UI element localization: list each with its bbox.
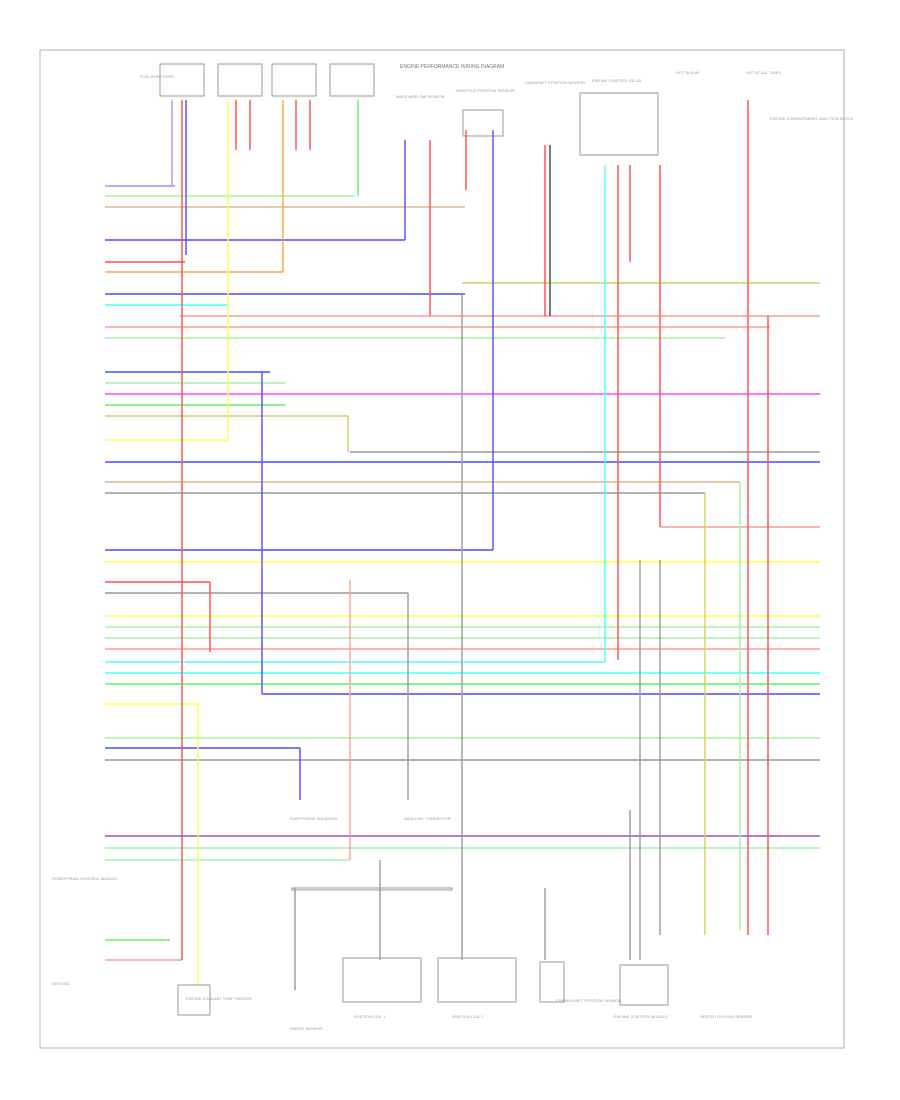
svg-text:DATA LINK CONNECTOR: DATA LINK CONNECTOR — [404, 816, 451, 821]
ground-label: GROUND — [52, 981, 70, 986]
svg-text:IGNITION COIL 1: IGNITION COIL 1 — [354, 1014, 386, 1019]
svg-text:HOT AT ALL TIMES: HOT AT ALL TIMES — [746, 70, 781, 75]
svg-text:THROTTLE POSITION SENSOR: THROTTLE POSITION SENSOR — [455, 88, 514, 93]
svg-text:EVAP PURGE SOLENOID: EVAP PURGE SOLENOID — [290, 816, 338, 821]
svg-text:KNOCK SENSOR: KNOCK SENSOR — [290, 1026, 322, 1031]
svg-text:MASS AIRFLOW SENSOR: MASS AIRFLOW SENSOR — [396, 94, 445, 99]
bottom-components: KNOCK SENSOR IGNITION COIL 1 IGNITION CO… — [177, 816, 752, 1031]
svg-text:ENGINE COOLANT TEMP SENSOR: ENGINE COOLANT TEMP SENSOR — [186, 996, 252, 1001]
svg-text:HEATED OXYGEN SENSOR: HEATED OXYGEN SENSOR — [700, 1014, 752, 1019]
svg-text:IGNITION COIL 2: IGNITION COIL 2 — [452, 1014, 484, 1019]
ecm-left-label: POWERTRAIN CONTROL MODULE — [52, 876, 118, 881]
diagram-frame — [39, 49, 845, 1049]
top-components: MASS AIRFLOW SENSOR THROTTLE POSITION SE… — [396, 70, 854, 156]
vertical-wires — [171, 100, 769, 990]
svg-text:CAMSHAFT POSITION SENSOR: CAMSHAFT POSITION SENSOR — [525, 80, 585, 85]
svg-text:HOT IN RUN: HOT IN RUN — [676, 70, 699, 75]
fuel-injectors: FUEL INJECTORS — [140, 63, 375, 97]
svg-text:CRANKSHAFT POSITION SENSOR: CRANKSHAFT POSITION SENSOR — [556, 998, 621, 1003]
svg-text:ENGINE CONTROL RELAY: ENGINE CONTROL RELAY — [592, 78, 642, 83]
svg-text:ENGINE COMPARTMENT JUNCTION BL: ENGINE COMPARTMENT JUNCTION BLOCK — [770, 116, 854, 121]
diagram-title: ENGINE PERFORMANCE WIRING DIAGRAM — [400, 64, 504, 70]
svg-text:ENGINE CONTROL MODULE: ENGINE CONTROL MODULE — [614, 1014, 668, 1019]
svg-text:FUEL INJECTORS: FUEL INJECTORS — [140, 74, 174, 79]
